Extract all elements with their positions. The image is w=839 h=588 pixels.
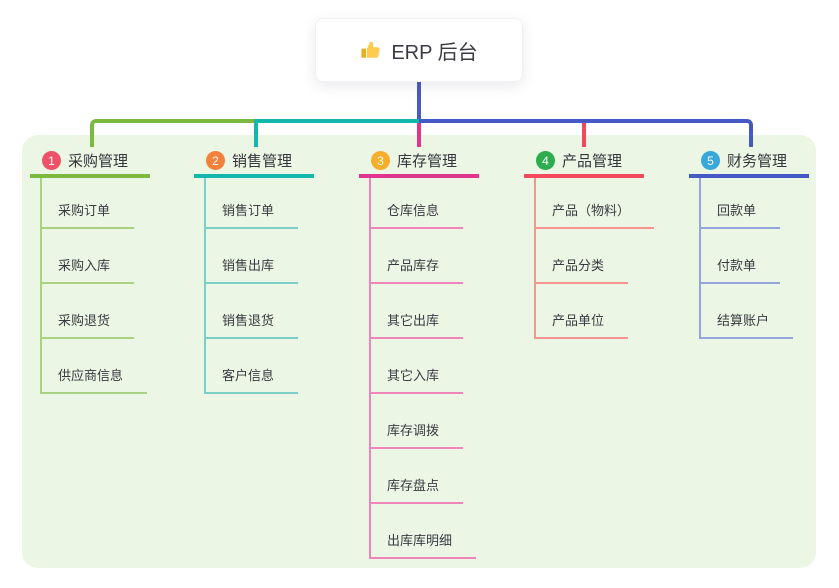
mindmap-node[interactable]: 付款单 (701, 255, 781, 284)
node-label: 出库库明细 (387, 533, 453, 548)
connector-branch5 (419, 119, 753, 147)
child-row: 销售退货 (206, 284, 299, 339)
branch-children: 仓库信息产品库存其它出库其它入库库存调拨库存盘点出库库明细 (369, 178, 477, 559)
child-row: 产品库存 (371, 229, 476, 284)
connector-branch2 (254, 119, 419, 147)
branch-title-node[interactable]: 3 库存管理 (359, 147, 479, 178)
child-row: 销售出库 (206, 229, 299, 284)
child-row: 仓库信息 (371, 178, 476, 229)
mindmap-node[interactable]: 产品（物料） (536, 200, 655, 229)
mindmap-node[interactable]: 结算账户 (701, 310, 794, 339)
child-row: 出库库明细 (371, 504, 477, 559)
node-label: 产品库存 (387, 258, 440, 273)
mindmap-node[interactable]: 采购入库 (42, 255, 135, 284)
node-label: 其它入库 (387, 368, 440, 383)
node-label: 库存盘点 (387, 478, 440, 493)
branch-number-badge: 2 (206, 151, 225, 170)
mindmap-node[interactable]: 客户信息 (206, 365, 299, 394)
child-row: 付款单 (701, 229, 793, 284)
child-row: 回款单 (701, 178, 793, 229)
mindmap-node[interactable]: 库存调拨 (371, 420, 464, 449)
child-row: 其它入库 (371, 339, 476, 394)
mindmap-node[interactable]: 销售退货 (206, 310, 299, 339)
child-row: 销售订单 (206, 178, 299, 229)
mindmap-node[interactable]: 出库库明细 (371, 530, 477, 559)
child-row: 采购订单 (42, 178, 147, 229)
branch-children: 产品（物料） 产品分类产品单位 (534, 178, 655, 339)
child-row: 客户信息 (206, 339, 299, 394)
branch-number-badge: 3 (371, 151, 390, 170)
node-label: 采购订单 (58, 203, 111, 218)
node-label: 产品（物料） (552, 203, 631, 218)
branch-number-badge: 5 (701, 151, 720, 170)
branch-2: 2 销售管理 销售订单销售出库销售退货客户信息 (194, 147, 314, 394)
branch-1: 1 采购管理 采购订单采购入库采购退货供应商信息 (30, 147, 150, 394)
node-label: 库存调拨 (387, 423, 440, 438)
connector-branch1 (90, 119, 254, 147)
mindmap-node[interactable]: 产品分类 (536, 255, 629, 284)
node-label: 客户信息 (222, 368, 275, 383)
child-row: 采购退货 (42, 284, 147, 339)
node-label: 结算账户 (717, 313, 770, 328)
branch-5: 5 财务管理 回款单付款单结算账户 (689, 147, 809, 339)
branch-title-label: 销售管理 (232, 153, 293, 170)
child-row: 采购入库 (42, 229, 147, 284)
branch-children: 采购订单采购入库采购退货供应商信息 (40, 178, 148, 394)
thumbs-up-icon (360, 39, 382, 61)
child-row: 产品单位 (536, 284, 654, 339)
branch-3: 3 库存管理 仓库信息产品库存其它出库其它入库库存调拨库存盘点出库库明细 (359, 147, 479, 559)
mindmap-node[interactable]: 销售订单 (206, 200, 299, 229)
child-row: 库存盘点 (371, 449, 476, 504)
mindmap-node[interactable]: 采购退货 (42, 310, 135, 339)
mindmap-node[interactable]: 其它入库 (371, 365, 464, 394)
branch-title-label: 采购管理 (68, 153, 129, 170)
connector-branch4-stub (582, 123, 586, 147)
mindmap-node[interactable]: 采购订单 (42, 200, 135, 229)
child-row: 结算账户 (701, 284, 794, 339)
node-label: 付款单 (717, 258, 757, 273)
connector-branch3-stub (417, 123, 421, 147)
child-row: 产品（物料） (536, 178, 655, 229)
mindmap-node[interactable]: 销售出库 (206, 255, 299, 284)
root-node-erp[interactable]: ERP 后台 (315, 18, 523, 82)
node-label: 回款单 (717, 203, 757, 218)
node-label: 销售订单 (222, 203, 275, 218)
child-row: 供应商信息 (42, 339, 148, 394)
node-label: 销售出库 (222, 258, 275, 273)
branch-title-label: 库存管理 (397, 153, 458, 170)
branch-children: 回款单付款单结算账户 (699, 178, 794, 339)
mindmap-node[interactable]: 其它出库 (371, 310, 464, 339)
node-label: 其它出库 (387, 313, 440, 328)
branch-number-badge: 1 (42, 151, 61, 170)
child-row: 库存调拨 (371, 394, 476, 449)
branch-number-badge: 4 (536, 151, 555, 170)
node-label: 仓库信息 (387, 203, 440, 218)
mindmap-node[interactable]: 供应商信息 (42, 365, 148, 394)
mindmap-node[interactable]: 库存盘点 (371, 475, 464, 504)
branch-title-node[interactable]: 1 采购管理 (30, 147, 150, 178)
connector-root-vertical (417, 82, 421, 119)
branches-background-panel (22, 135, 816, 568)
child-row: 产品分类 (536, 229, 654, 284)
node-label: 供应商信息 (58, 368, 124, 383)
branch-title-label: 财务管理 (727, 153, 788, 170)
branch-title-node[interactable]: 5 财务管理 (689, 147, 809, 178)
branch-4: 4 产品管理 产品（物料） 产品分类产品单位 (524, 147, 655, 339)
node-label: 销售退货 (222, 313, 275, 328)
child-row: 其它出库 (371, 284, 476, 339)
node-label: 产品单位 (552, 313, 605, 328)
branch-title-node[interactable]: 4 产品管理 (524, 147, 644, 178)
branch-children: 销售订单销售出库销售退货客户信息 (204, 178, 299, 394)
mindmap-node[interactable]: 仓库信息 (371, 200, 464, 229)
branch-title-label: 产品管理 (562, 153, 623, 170)
branch-title-node[interactable]: 2 销售管理 (194, 147, 314, 178)
mindmap-node[interactable]: 回款单 (701, 200, 781, 229)
node-label: 采购退货 (58, 313, 111, 328)
root-title-label: ERP 后台 (391, 41, 478, 64)
node-label: 采购入库 (58, 258, 111, 273)
mindmap-node[interactable]: 产品单位 (536, 310, 629, 339)
node-label: 产品分类 (552, 258, 605, 273)
mindmap-node[interactable]: 产品库存 (371, 255, 464, 284)
